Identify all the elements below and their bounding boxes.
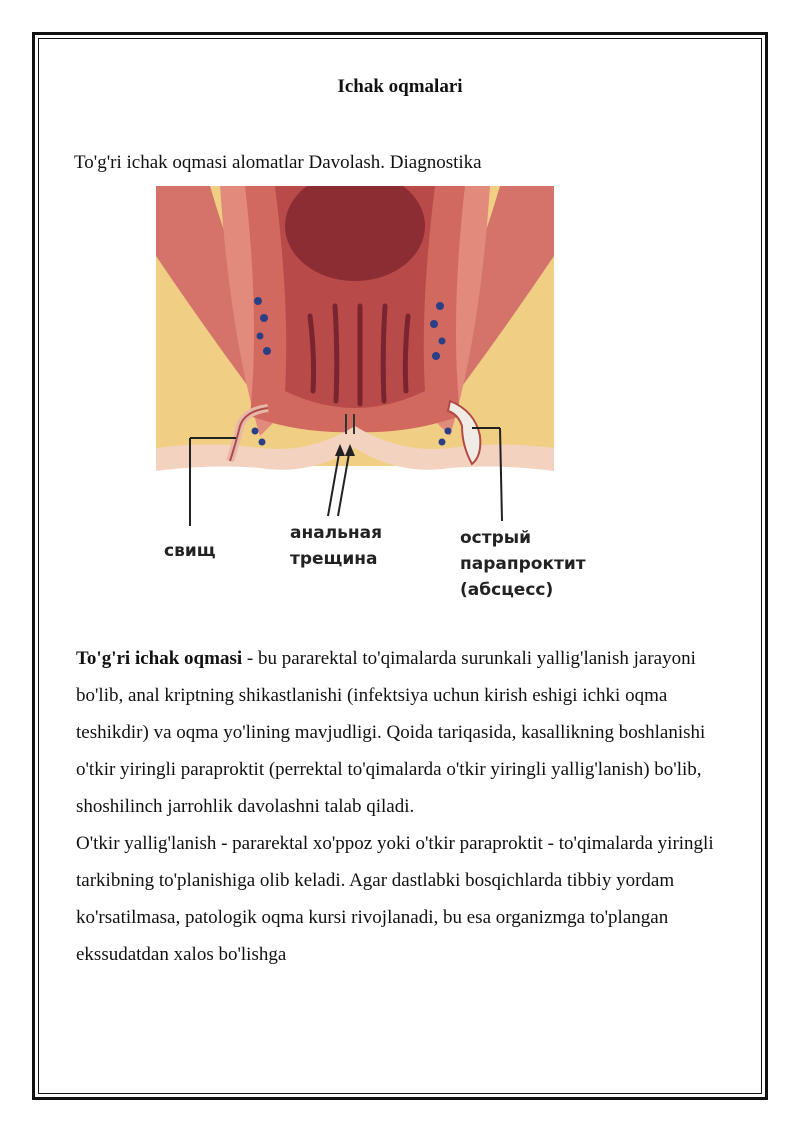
label-fistula: свищ bbox=[164, 541, 216, 561]
label-abscess-2: парапроктит bbox=[460, 554, 586, 574]
left-anal-glands bbox=[251, 297, 271, 446]
label-abscess-3: (абсцесс) bbox=[460, 580, 553, 600]
label-anal-fissure-1: анальная bbox=[290, 523, 382, 543]
label-abscess-1: острый bbox=[460, 528, 531, 548]
document-subtitle: To'g'ri ichak oqmasi alomatlar Davolash.… bbox=[74, 152, 482, 173]
paragraph-1-text: - bu pararektal to'qimalarda surunkali y… bbox=[76, 648, 706, 817]
lumen-depth bbox=[285, 171, 425, 281]
mucosal-folds bbox=[307, 303, 411, 407]
label-anal-fissure-2: трещина bbox=[290, 549, 377, 569]
term-rectal-fistula: To'g'ri ichak oqmasi bbox=[76, 648, 243, 669]
rectal-fistula-illustration: свищ анальная трещина острый парапроктит… bbox=[150, 171, 590, 606]
page-border-inner bbox=[38, 38, 762, 1094]
abscess-cavity bbox=[446, 399, 482, 466]
pointer-lines bbox=[189, 427, 503, 526]
page-border-outer bbox=[32, 32, 768, 1100]
document-title: Ichak oqmalari bbox=[337, 76, 463, 97]
body-text: To'g'ri ichak oqmasi - bu pararektal to'… bbox=[76, 640, 736, 973]
anatomy-diagram: свищ анальная трещина острый парапроктит… bbox=[156, 171, 586, 600]
paragraph-1: To'g'ri ichak oqmasi - bu pararektal to'… bbox=[76, 640, 736, 825]
paragraph-2: O'tkir yallig'lanish - pararektal xo'ppo… bbox=[76, 833, 714, 965]
perianal-skin bbox=[156, 426, 554, 471]
right-anal-glands bbox=[430, 302, 452, 446]
